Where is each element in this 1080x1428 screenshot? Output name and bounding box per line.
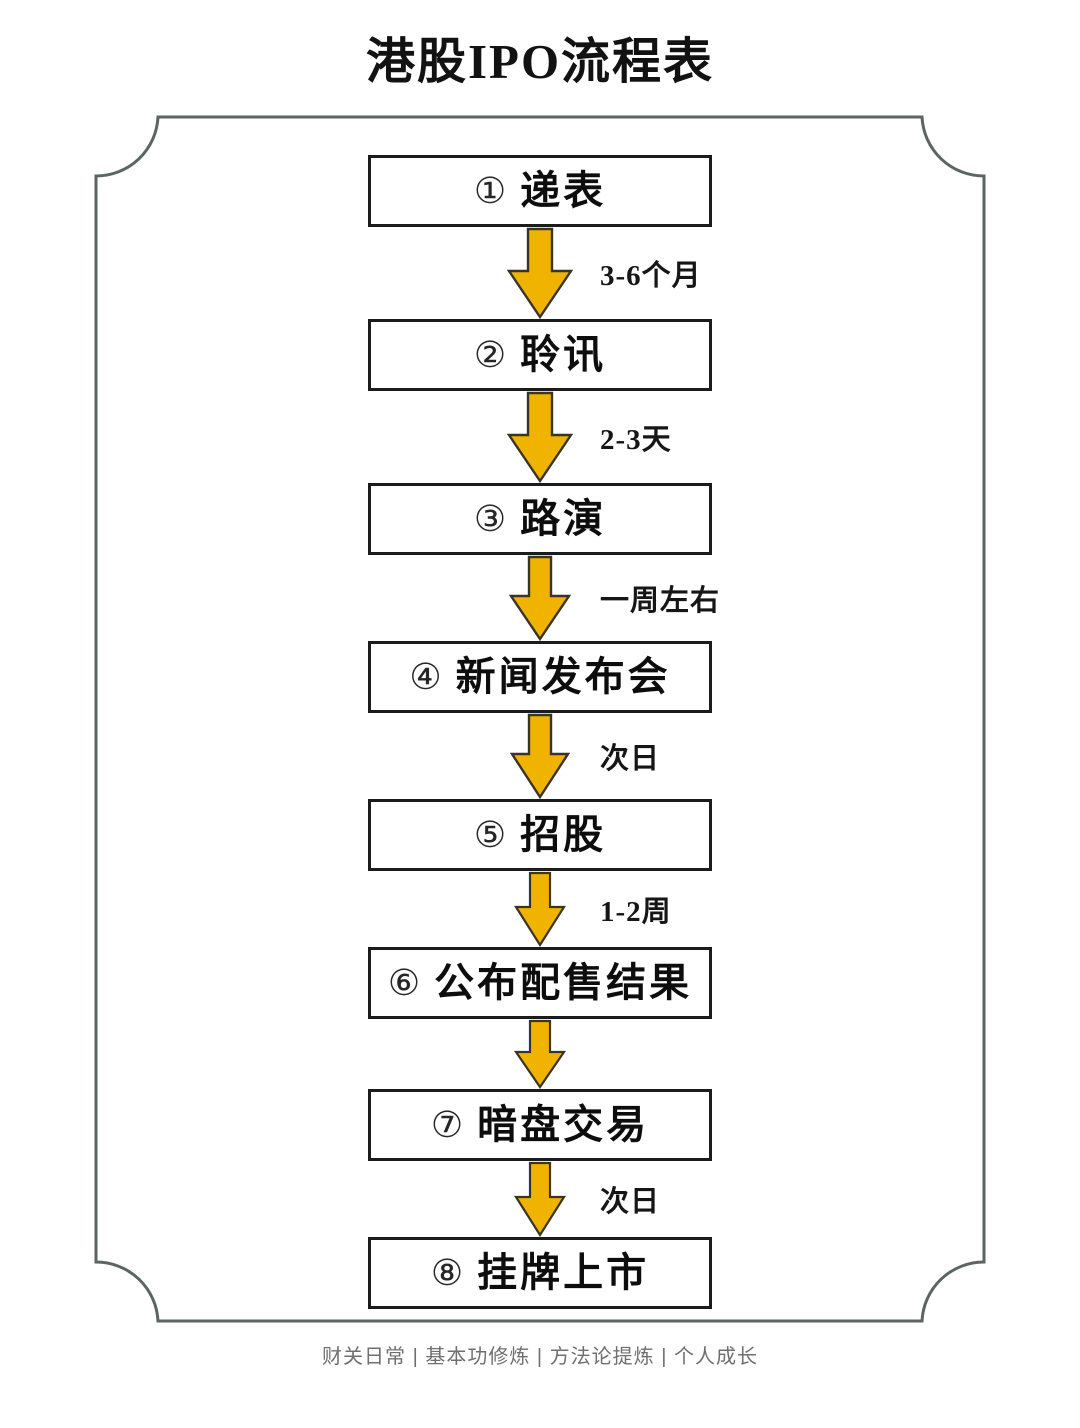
flow-connector-7: 次日	[368, 1161, 712, 1238]
flow-connector-4: 次日	[368, 713, 712, 800]
down-arrow-icon	[514, 871, 566, 948]
connector-label-4: 次日	[600, 743, 661, 775]
step-label-1: 递表	[520, 168, 607, 213]
flow-step-3[interactable]: ③ 路演	[368, 483, 712, 555]
step-label-2: 聆讯	[520, 332, 607, 377]
connector-label-3: 一周左右	[600, 585, 721, 617]
down-arrow-icon	[509, 713, 571, 800]
flow-connector-1: 3-6个月	[368, 227, 712, 320]
flow-step-1[interactable]: ① 递表	[368, 155, 712, 227]
flow-step-2[interactable]: ② 聆讯	[368, 319, 712, 391]
step-label-6: 公布配售结果	[434, 960, 693, 1005]
footer-tagline: 财关日常 | 基本功修炼 | 方法论提炼 | 个人成长	[322, 1346, 758, 1368]
step-label-5: 招股	[520, 812, 607, 857]
page-title: 港股IPO流程表	[365, 34, 715, 89]
step-label-4: 新闻发布会	[455, 654, 671, 699]
step-number-6: ⑥	[387, 963, 421, 1003]
step-label-7: 暗盘交易	[477, 1102, 650, 1147]
connector-label-7: 次日	[600, 1186, 661, 1218]
flow-connector-5: 1-2周	[368, 871, 712, 948]
connector-label-2: 2-3天	[600, 424, 672, 456]
flow-step-5[interactable]: ⑤ 招股	[368, 799, 712, 871]
step-number-4: ④	[409, 657, 442, 697]
step-number-1: ①	[473, 171, 507, 211]
down-arrow-icon	[508, 555, 572, 642]
connector-label-5: 1-2周	[600, 896, 672, 928]
flow-connector-2: 2-3天	[368, 391, 712, 484]
flow-step-4[interactable]: ④ 新闻发布会	[368, 641, 712, 713]
step-number-3: ③	[473, 499, 507, 539]
step-label-8: 挂牌上市	[477, 1250, 650, 1295]
flow-step-6[interactable]: ⑥ 公布配售结果	[368, 947, 712, 1019]
down-arrow-icon	[514, 1161, 566, 1238]
step-number-2: ②	[473, 335, 507, 375]
flow-connector-3: 一周左右	[368, 555, 719, 642]
flow-step-7[interactable]: ⑦ 暗盘交易	[368, 1089, 712, 1161]
step-label-3: 路演	[520, 496, 607, 541]
down-arrow-icon	[506, 227, 574, 320]
down-arrow-icon	[513, 1019, 567, 1089]
step-number-7: ⑦	[430, 1105, 464, 1145]
flowchart: ① 递表 3-6个月 ② 聆讯 2-3天 ③ 路演	[0, 155, 1080, 1309]
flow-step-8[interactable]: ⑧ 挂牌上市	[368, 1237, 712, 1309]
step-number-5: ⑤	[473, 815, 507, 855]
down-arrow-icon	[506, 391, 574, 484]
connector-label-1: 3-6个月	[600, 260, 702, 292]
flow-connector-6	[368, 1019, 712, 1089]
step-number-8: ⑧	[430, 1253, 464, 1293]
